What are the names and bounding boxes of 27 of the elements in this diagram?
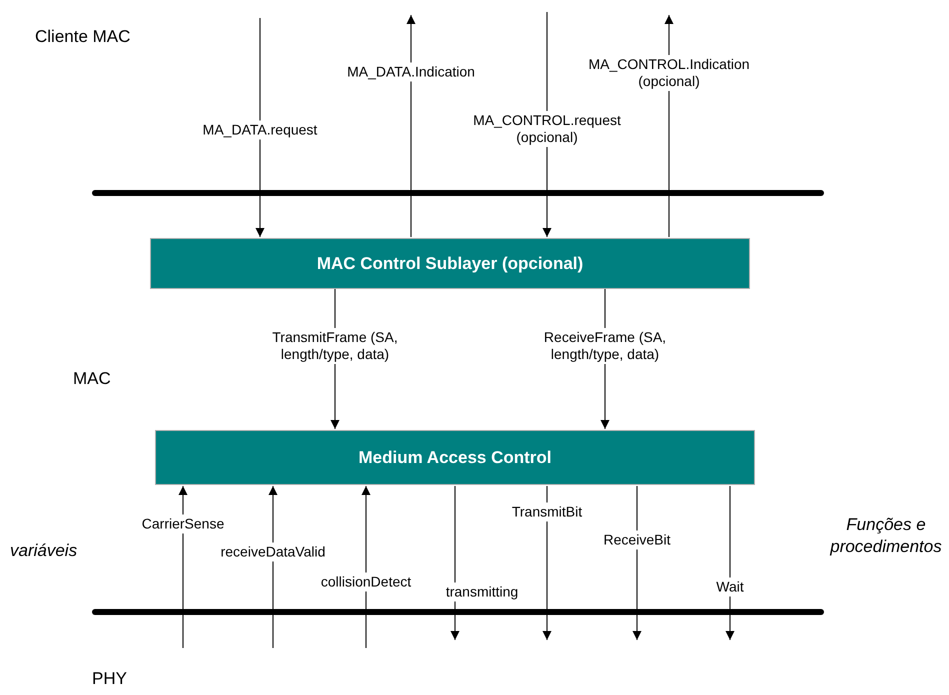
arrow: [726, 486, 734, 640]
arrow: [406, 14, 416, 238]
edge-label: TransmitBit: [510, 502, 584, 522]
layer-title: Medium Access Control: [358, 447, 552, 468]
edge-label: receiveDataValid: [218, 542, 328, 562]
layer-label: MAC: [73, 368, 111, 390]
layer-label: Funções e procedimentos: [828, 514, 943, 558]
arrow: [178, 486, 188, 648]
arrow: [632, 486, 642, 640]
arrow: [450, 486, 460, 640]
arrow: [268, 486, 278, 648]
edge-label: Wait: [714, 578, 746, 596]
arrow: [256, 18, 264, 238]
arrow: [542, 486, 552, 640]
edge-label: transmitting: [444, 582, 520, 602]
edge-label: MA_DATA.Indication: [345, 62, 477, 82]
arrow: [362, 486, 370, 648]
layer-label: PHY: [92, 668, 127, 690]
layer-label: Cliente MAC: [35, 26, 130, 48]
edge-label: collisionDetect: [318, 572, 414, 592]
edge-label: MA_DATA.request: [200, 120, 320, 140]
layer-box: [150, 238, 750, 289]
edge-label: ReceiveBit: [602, 530, 672, 550]
layer-label: variáveis: [10, 540, 78, 562]
layer-title: MAC Control Sublayer (opcional): [316, 253, 584, 274]
layer-box: [155, 430, 755, 485]
edge-label: CarrierSense: [140, 514, 226, 534]
